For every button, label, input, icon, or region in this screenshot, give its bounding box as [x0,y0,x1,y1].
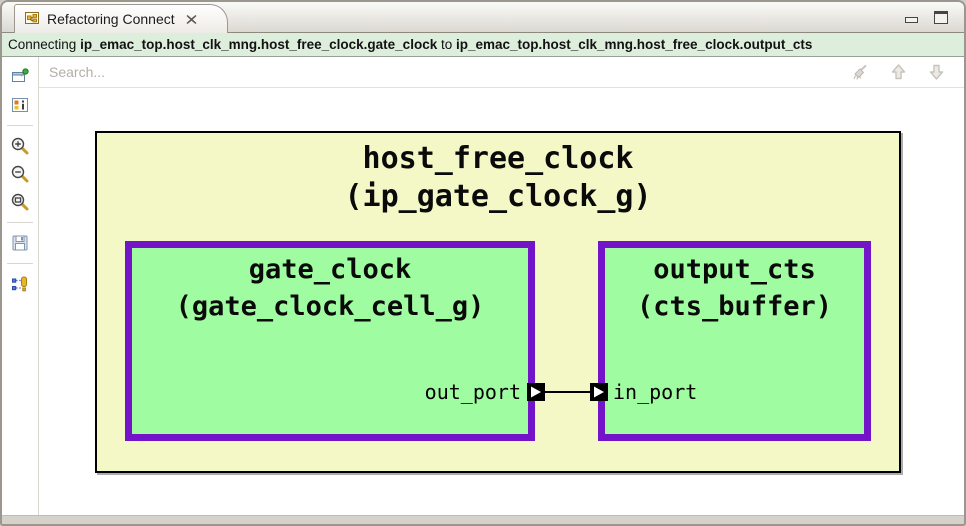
connection-wire[interactable] [536,391,599,393]
editor-area: host_free_clock (ip_gate_clock_g) gate_c… [39,57,964,515]
next-match-icon[interactable] [926,62,946,82]
message-source-path: ip_emac_top.host_clk_mng.host_free_clock… [80,37,438,52]
zoom-out-button[interactable] [7,161,33,187]
legend-info-button[interactable] [7,92,33,118]
tab-refactoring-connect[interactable]: Refactoring Connect [14,4,228,33]
port-label-in-port: in_port [613,380,698,404]
clear-search-icon[interactable] [850,62,870,82]
port-label-out-port: out_port [424,380,521,404]
diagram-canvas[interactable]: host_free_clock (ip_gate_clock_g) gate_c… [39,88,964,515]
refactoring-connect-icon [24,10,40,29]
node-output-cts[interactable]: output_cts (cts_buffer) [598,241,871,441]
node-gate-clock[interactable]: gate_clock (gate_clock_cell_g) [125,241,535,441]
tab-bar: Refactoring Connect [2,2,964,33]
message-prefix: Connecting [8,37,81,52]
search-actions [850,62,954,82]
node-host-free-clock[interactable]: host_free_clock (ip_gate_clock_g) gate_c… [95,131,901,473]
node-title: host_free_clock (ip_gate_clock_g) [97,140,899,216]
message-conjunction: to [437,37,456,52]
search-input[interactable] [49,64,836,80]
left-toolbar [2,57,39,515]
node-instance-name: host_free_clock [362,141,634,176]
maximize-button[interactable] [934,11,948,24]
window-bottom-frame [2,515,964,524]
zoom-fit-button[interactable] [7,189,33,215]
search-bar [39,57,964,88]
tab-close-icon[interactable] [186,14,197,25]
node-title: gate_clock (gate_clock_cell_g) [132,251,528,325]
previous-match-icon[interactable] [888,62,908,82]
view-controls [905,11,948,24]
toolbar-separator [7,263,33,264]
node-instance-name: output_cts [653,254,816,285]
port-in-port-icon[interactable] [590,383,608,401]
toolbar-separator [7,222,33,223]
pin-editor-button[interactable] [7,64,33,90]
node-title: output_cts (cts_buffer) [605,251,864,325]
node-type-name: (cts_buffer) [636,291,833,322]
message-target-path: ip_emac_top.host_clk_mng.host_free_clock… [455,37,813,52]
node-instance-name: gate_clock [248,254,412,285]
minimize-button[interactable] [905,12,918,23]
show-connections-button[interactable] [7,271,33,297]
zoom-in-button[interactable] [7,133,33,159]
save-button[interactable] [7,230,33,256]
connection-message-bar: Connecting ip_emac_top.host_clk_mng.host… [2,33,964,57]
node-type-name: (gate_clock_cell_g) [175,291,485,322]
port-out-port-icon[interactable] [527,383,545,401]
tab-title: Refactoring Connect [47,11,175,27]
node-type-name: (ip_gate_clock_g) [344,179,652,214]
toolbar-separator [7,125,33,126]
